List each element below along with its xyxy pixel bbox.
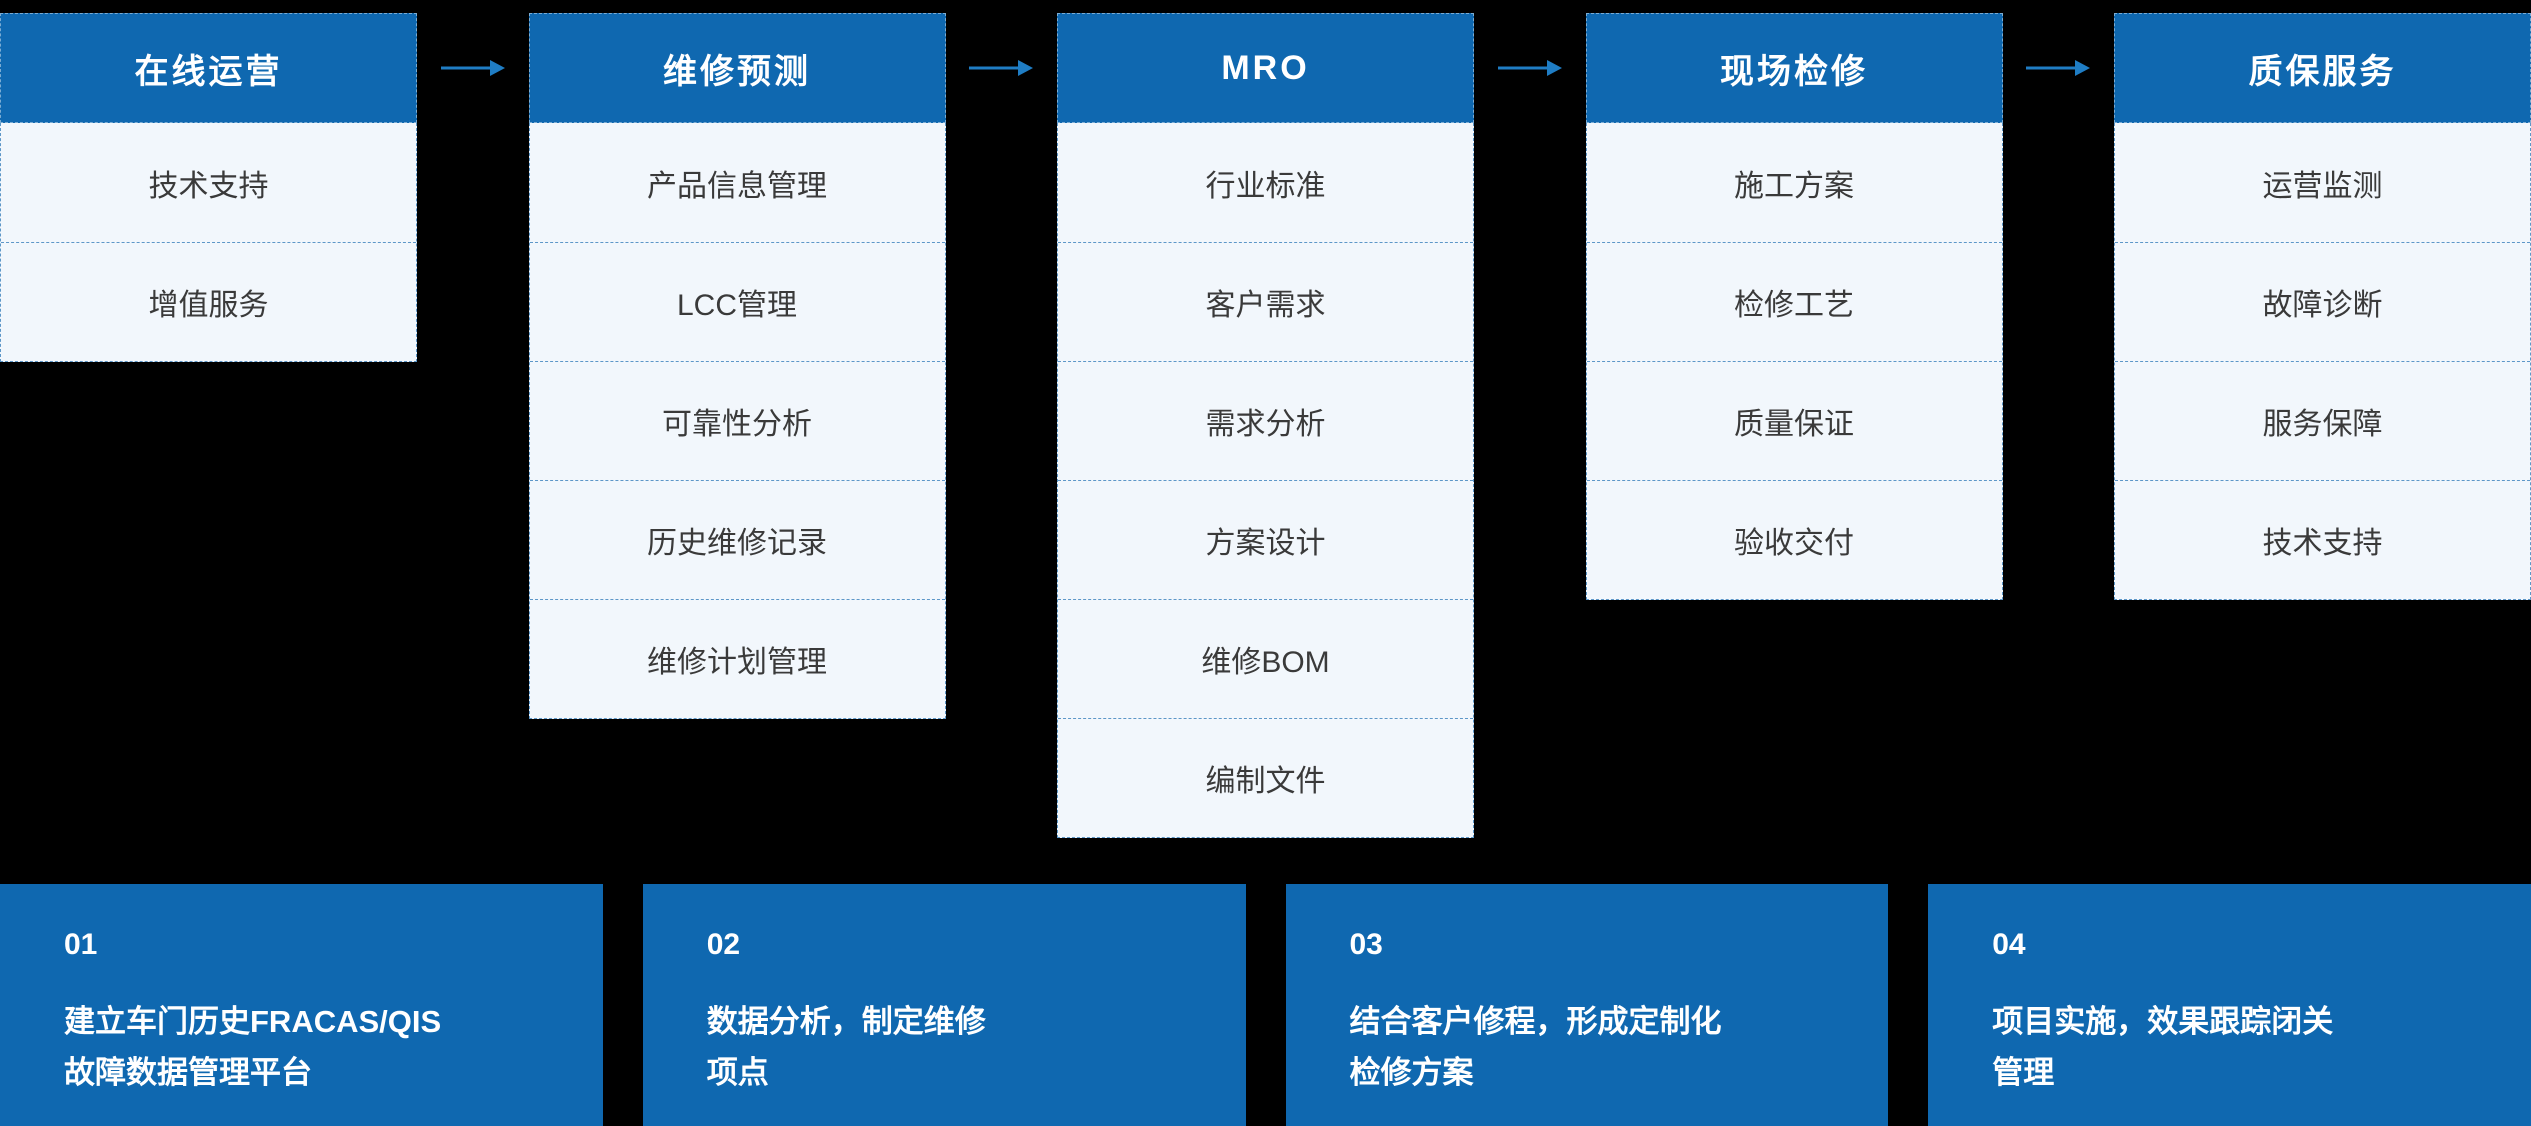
step-description-line1: 项目实施，效果跟踪闭关 xyxy=(1992,1004,2334,1039)
flow-item: 施工方案 xyxy=(1734,169,1854,203)
step-description-line2: 故障数据管理平台 xyxy=(64,1055,312,1090)
arrow-right-icon xyxy=(1497,60,1562,76)
step-description: 结合客户修程，形成定制化 检修方案 xyxy=(1350,996,1849,1098)
arrow-right-icon xyxy=(440,60,505,76)
flow-item: 验收交付 xyxy=(1586,480,2002,599)
arrow-cell xyxy=(1474,55,1586,81)
column-items: 运营监测 故障诊断 服务保障 技术支持 xyxy=(2114,123,2531,600)
step-description-line1: 建立车门历史FRACAS/QIS xyxy=(64,1004,442,1039)
flow-item: 客户需求 xyxy=(1058,242,1473,361)
step-number: 03 xyxy=(1349,928,1383,961)
flow-item: 方案设计 xyxy=(1058,480,1473,599)
flow-item: 运营监测 xyxy=(2262,169,2383,203)
flow-item: 编制文件 xyxy=(1058,718,1473,837)
step-description-line2: 管理 xyxy=(1992,1055,2055,1090)
flow-item: 技术支持 xyxy=(148,169,269,203)
column-header: 质保服务 xyxy=(2114,13,2531,123)
arrow-cell xyxy=(946,55,1058,81)
arrow-cell xyxy=(2003,55,2115,81)
step-card-1: 01 建立车门历史FRACAS/QIS 故障数据管理平台 xyxy=(0,884,603,1126)
step-card-4: 04 项目实施，效果跟踪闭关 管理 xyxy=(1928,884,2531,1126)
flow-column-online-operation: 在线运营 技术支持 增值服务 xyxy=(0,13,417,362)
step-description: 项目实施，效果跟踪闭关 管理 xyxy=(1992,996,2491,1098)
column-items: 施工方案 检修工艺 质量保证 验收交付 xyxy=(1585,123,2003,600)
flow-column-mro: MRO 行业标准 客户需求 需求分析 方案设计 维修BOM 编制文件 xyxy=(1057,13,1474,838)
flow-item: 需求分析 xyxy=(1058,361,1473,480)
step-description-line1: 结合客户修程，形成定制化 xyxy=(1349,1004,1722,1039)
step-description-line2: 检修方案 xyxy=(1349,1055,1474,1090)
process-flow: 在线运营 技术支持 增值服务 维修预测 产品信息管理 LCC管理 可靠性分析 历… xyxy=(0,13,2531,838)
arrow-right-icon xyxy=(969,60,1034,76)
column-header: 现场检修 xyxy=(1585,13,2003,123)
flow-item: 产品信息管理 xyxy=(647,169,827,203)
flow-item: 维修BOM xyxy=(1058,599,1473,718)
step-number: 02 xyxy=(706,928,741,961)
arrow-right-icon xyxy=(2026,60,2091,76)
flow-item: 故障诊断 xyxy=(2115,242,2530,361)
flow-item: 服务保障 xyxy=(2115,361,2530,480)
step-number: 04 xyxy=(1992,928,2026,961)
column-items: 行业标准 客户需求 需求分析 方案设计 维修BOM 编制文件 xyxy=(1057,123,1474,838)
step-number: 01 xyxy=(64,928,98,961)
flow-item: 行业标准 xyxy=(1205,169,1326,203)
step-description-line1: 数据分析，制定维修 xyxy=(706,1004,986,1039)
flow-item: 技术支持 xyxy=(2115,480,2530,599)
flow-column-onsite-overhaul: 现场检修 施工方案 检修工艺 质量保证 验收交付 xyxy=(1585,13,2003,600)
column-items: 技术支持 增值服务 xyxy=(0,123,417,362)
flow-item: 质量保证 xyxy=(1586,361,2002,480)
column-items: 产品信息管理 LCC管理 可靠性分析 历史维修记录 维修计划管理 xyxy=(528,123,946,719)
column-header: MRO xyxy=(1057,13,1474,123)
step-description-line2: 项点 xyxy=(706,1055,769,1090)
column-header: 在线运营 xyxy=(0,13,417,123)
step-description: 数据分析，制定维修 项点 xyxy=(707,996,1206,1098)
steps-row: 01 建立车门历史FRACAS/QIS 故障数据管理平台 02 数据分析，制定维… xyxy=(0,884,2531,1126)
flow-item: 检修工艺 xyxy=(1586,242,2002,361)
step-card-3: 03 结合客户修程，形成定制化 检修方案 xyxy=(1285,884,1889,1126)
flow-item: 增值服务 xyxy=(1,242,416,361)
flow-item: LCC管理 xyxy=(529,242,945,361)
step-description: 建立车门历史FRACAS/QIS 故障数据管理平台 xyxy=(64,996,563,1098)
flow-column-warranty-service: 质保服务 运营监测 故障诊断 服务保障 技术支持 xyxy=(2114,13,2531,600)
arrow-cell xyxy=(417,55,529,81)
flow-item: 历史维修记录 xyxy=(529,480,945,599)
step-card-2: 02 数据分析，制定维修 项点 xyxy=(642,884,1246,1126)
flow-column-maintenance-prediction: 维修预测 产品信息管理 LCC管理 可靠性分析 历史维修记录 维修计划管理 xyxy=(528,13,946,719)
flow-item: 维修计划管理 xyxy=(529,599,945,718)
flow-item: 可靠性分析 xyxy=(529,361,945,480)
column-header: 维修预测 xyxy=(528,13,946,123)
